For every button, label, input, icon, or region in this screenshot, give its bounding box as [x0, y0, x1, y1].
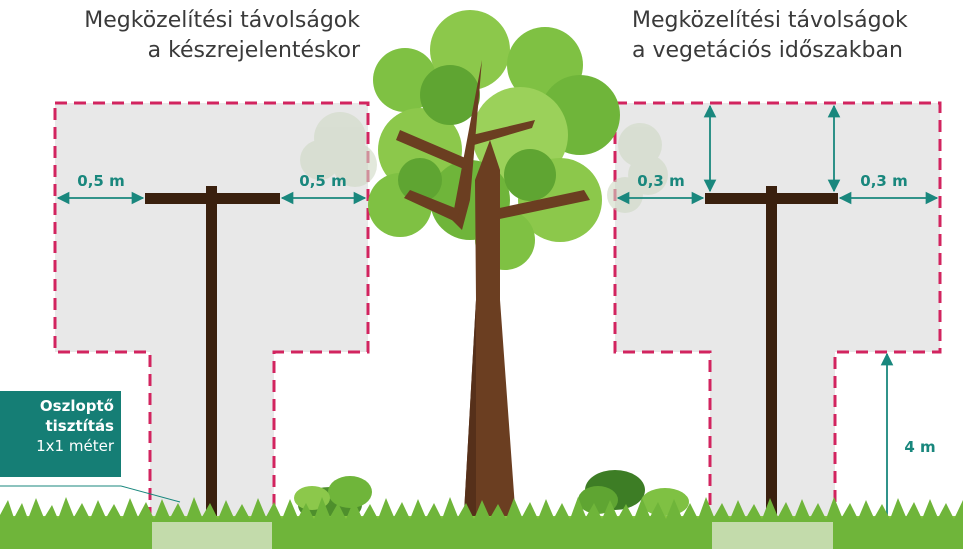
title-right-line2: a vegetációs időszakban — [632, 38, 903, 63]
tree — [368, 10, 620, 549]
callout-line1: Oszloptő — [39, 397, 114, 415]
callout-box: Oszloptő tisztítás 1x1 méter — [0, 391, 121, 477]
distance-label-right-a: 0,3 m — [637, 172, 684, 190]
height-label: 4 m — [904, 438, 935, 456]
title-left-line1: Megközelítési távolságok — [84, 8, 360, 33]
title-left-line2: a készrejelentéskor — [147, 38, 360, 63]
callout-line3: 1x1 méter — [36, 437, 114, 455]
callout-leader — [120, 485, 181, 503]
pole-base-clearing-left — [152, 522, 272, 549]
title-left: Megközelítési távolságok a készrejelenté… — [60, 6, 360, 66]
bush-right — [578, 470, 689, 516]
bush-left — [294, 476, 372, 523]
title-right-line1: Megközelítési távolságok — [632, 8, 908, 33]
distance-label-left-b: 0,5 m — [299, 172, 346, 190]
distance-label-left-a: 0,5 m — [77, 172, 124, 190]
distance-label-right-b: 0,3 m — [860, 172, 907, 190]
clearance-zone-right — [613, 101, 942, 549]
callout-line2: tisztítás — [45, 417, 114, 435]
pole-base-clearing-right — [712, 522, 833, 549]
pole-right — [766, 186, 777, 549]
title-right: Megközelítési távolságok a vegetációs id… — [632, 6, 942, 66]
pole-left — [206, 186, 217, 549]
